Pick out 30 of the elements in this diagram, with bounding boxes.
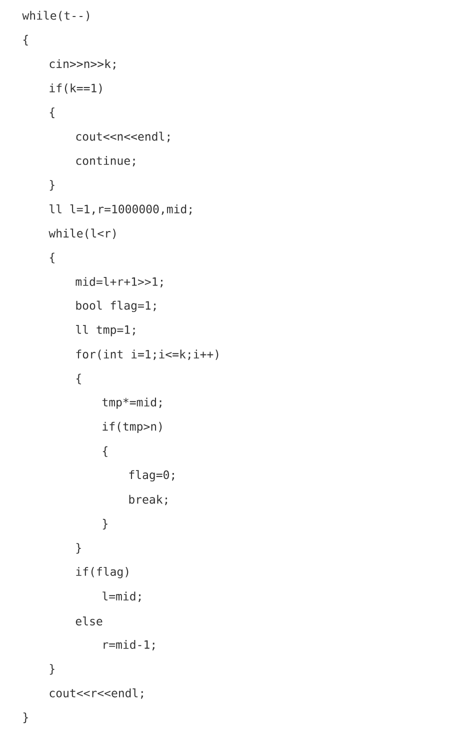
code-line: tmp*=mid;	[102, 398, 162, 409]
code-line: cout<<r<<endl;	[50, 688, 143, 699]
code-line: cin>>n>>k;	[50, 59, 116, 70]
code-line: if(flag)	[76, 566, 128, 578]
code-line: {	[50, 108, 54, 118]
code-line: ll l=1,r=1000000,mid;	[50, 204, 192, 215]
code-line: cout<<n<<endl;	[76, 132, 170, 142]
code-line: }	[102, 518, 108, 530]
code-line: mid=l+r+1>>1;	[76, 277, 162, 288]
code-line: if(k==1)	[50, 83, 102, 94]
code-line: }	[76, 543, 81, 554]
code-line: continue;	[76, 156, 135, 166]
code-line: for(int i=1;i<=k;i++)	[76, 350, 218, 360]
code-line: break;	[129, 494, 168, 506]
code-line: flag=0;	[129, 470, 174, 482]
code-line: {	[76, 374, 81, 384]
code-line: while(t--)	[22, 10, 90, 22]
code-line: }	[23, 712, 28, 724]
code-line: if(tmp>n)	[102, 422, 162, 433]
code-line: while(l<r)	[48, 228, 116, 239]
code-line: {	[50, 252, 54, 264]
code-line: }	[50, 180, 54, 191]
code-line: {	[23, 34, 28, 46]
code-line: r=mid-1;	[104, 640, 154, 650]
code-line: ll tmp=1;	[76, 325, 135, 336]
code-line: bool flag=1;	[76, 300, 156, 312]
code-line: else	[76, 616, 102, 626]
code-line: l=mid;	[102, 592, 141, 602]
code-line: {	[102, 446, 108, 457]
code-line: }	[50, 664, 54, 675]
